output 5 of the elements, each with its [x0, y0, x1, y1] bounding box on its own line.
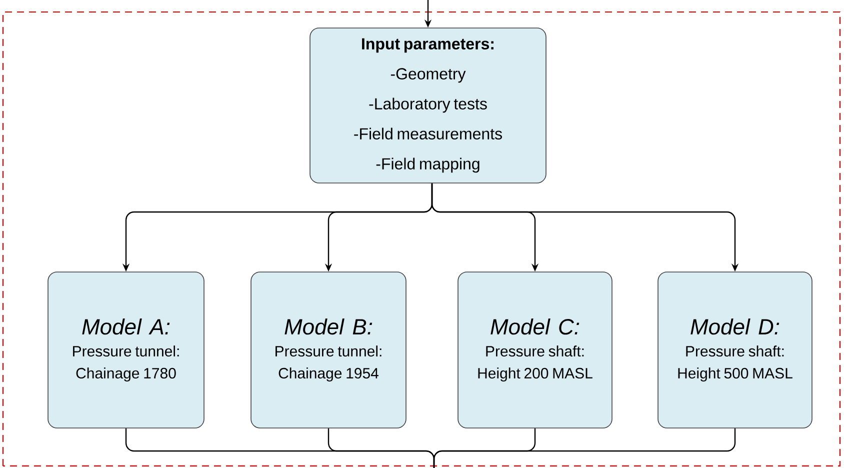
process-box: Model D: Pressure shaft: Height 500 MASL — [658, 272, 812, 428]
process-box: Model C: Pressure shaft: Height 200 MASL — [458, 272, 612, 428]
process-box: Model B: Pressure tunnel: Chainage 1954 — [250, 272, 406, 428]
process-box: Model A: Pressure tunnel: Chainage 1780 — [48, 272, 204, 428]
process-box: Input parameters: -Geometry -Laboratory tests -Field measurements -Field mapping — [310, 28, 546, 184]
